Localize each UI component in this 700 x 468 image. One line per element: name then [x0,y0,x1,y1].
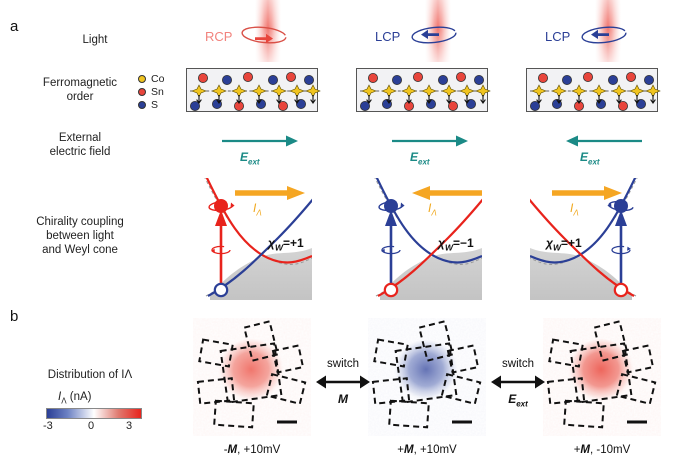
distribution-map-col3 [543,318,661,436]
i-lambda-arrow-col3 [552,186,622,200]
distribution-map-col2 [368,318,486,436]
colorbar-title: IΛ (nA) [58,391,92,406]
panel-letter-b: b [10,308,19,325]
excited-state-node-col1 [213,198,228,213]
distribution-map-col1 [193,318,311,436]
weyl-cone-col2 [374,178,482,300]
chirality-label-col2: χW=−1 [438,236,474,253]
e-ext-arrow-col1 [222,135,298,147]
legend-label-s: S [151,98,159,111]
switch-arrow-2 [491,375,545,389]
switch-label-2: switch [502,358,534,370]
row-label-chirality-line2: between light [46,230,114,242]
i-lambda-label-col1: IΛ [253,201,262,218]
i-lambda-label-col2: IΛ [428,201,437,218]
legend-label-sn: Sn [151,85,164,98]
colorbar-gradient [46,408,142,419]
atom-legend: Co Sn S [138,72,184,111]
row-label-ferro-line2: order [66,91,94,103]
lattice-box-col2 [356,68,491,112]
row-label-efield-line2: electric field [49,146,111,158]
colorbar-tick-max: 3 [126,420,133,432]
legend-item-s: S [138,98,184,111]
row-label-external-electric-field: External electric field [5,131,155,159]
co-sites-col3 [531,84,661,104]
switch-label-1: switch [327,358,359,370]
e-ext-arrow-col2 [392,135,468,147]
co-dot-icon [138,74,146,83]
row-label-chirality-line3: and Weyl cone [42,244,118,256]
row-label-efield-line1: External [58,132,102,144]
row-label-chirality-line1: Chirality coupling [36,216,124,228]
light-beam-col3 [595,0,621,62]
lcp-spin-arrow-icon-col2 [411,26,457,44]
e-ext-arrow-col3 [566,135,642,147]
i-lambda-arrow-col1 [235,186,305,200]
sn-dot-icon [138,87,146,96]
e-ext-label-col3: Eext [580,150,600,167]
rcp-spin-arrow-icon-col1 [241,26,287,44]
electrode-outlines-col2 [371,320,482,429]
light-beam-col1 [255,0,281,62]
co-sites-col2 [361,84,491,104]
row-label-ferromagnetic-order: Ferromagnetic order [5,76,155,104]
legend-item-sn: Sn [138,85,184,98]
colorbar-tick-min: -3 [43,420,53,432]
switch-arrow-1 [316,375,370,389]
distribution-label: Distribution of IΛ [47,369,133,381]
i-lambda-label-col3: IΛ [570,201,579,218]
polarization-label-col3: LCP [545,29,571,44]
colorbar-tick-mid: 0 [88,420,95,432]
light-beam-col2 [425,0,451,62]
switch-symbol-1: M [338,392,348,406]
ground-state-node-col3 [613,282,629,298]
row-label-light: Light [82,34,108,46]
lattice-box-col1 [186,68,321,112]
condition-label-col3: +M, -10mV [573,444,631,456]
co-sites-col1 [191,84,321,104]
lattice-box-col3 [526,68,661,112]
panel-letter-a: a [10,18,19,35]
lattice-svg-col1 [190,72,321,112]
i-lambda-arrow-col2 [412,186,482,200]
legend-item-co: Co [138,72,184,85]
legend-label-co: Co [151,72,165,85]
excited-state-node-col3 [614,198,629,213]
ground-state-node-col2 [383,282,399,298]
polarization-label-col2: LCP [375,29,401,44]
condition-label-col1: -M, +10mV [223,444,281,456]
condition-label-col2: +M, +10mV [397,444,457,456]
lcp-spin-arrow-icon-col3 [581,26,627,44]
weyl-cone-col1 [204,178,312,300]
row-label-ferro-line1: Ferromagnetic [42,77,118,89]
excited-state-node-col2 [383,198,398,213]
s-dot-icon [138,100,146,109]
row-label-chirality-coupling: Chirality coupling between light and Wey… [5,215,155,257]
chirality-label-col1: χW=+1 [268,236,304,253]
e-ext-label-col2: Eext [410,150,430,167]
e-ext-label-col1: Eext [240,150,260,167]
lattice-svg-col2 [360,72,491,112]
chirality-label-col3: χW=+1 [546,236,582,253]
polarization-label-col1: RCP [205,29,233,44]
weyl-cone-col3 [530,178,638,300]
ground-state-node-col1 [213,282,229,298]
lattice-svg-col3 [530,72,661,112]
switch-symbol-2: Eext [508,392,528,409]
